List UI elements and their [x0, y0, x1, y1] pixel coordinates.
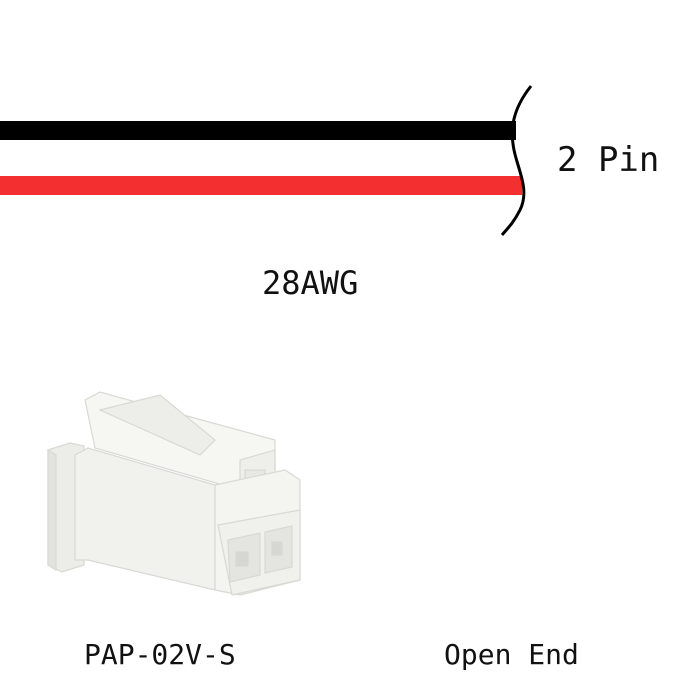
open-end-label: Open End: [444, 638, 579, 671]
wire-gauge-label: 28AWG: [262, 264, 359, 302]
connector-image: [47, 391, 301, 596]
brace: [500, 85, 533, 236]
pin-count-label: 2 Pin: [557, 140, 660, 180]
connector-label: PAP-02V-S: [84, 638, 236, 671]
red-wire: [0, 176, 522, 195]
black-wire: [0, 121, 516, 140]
